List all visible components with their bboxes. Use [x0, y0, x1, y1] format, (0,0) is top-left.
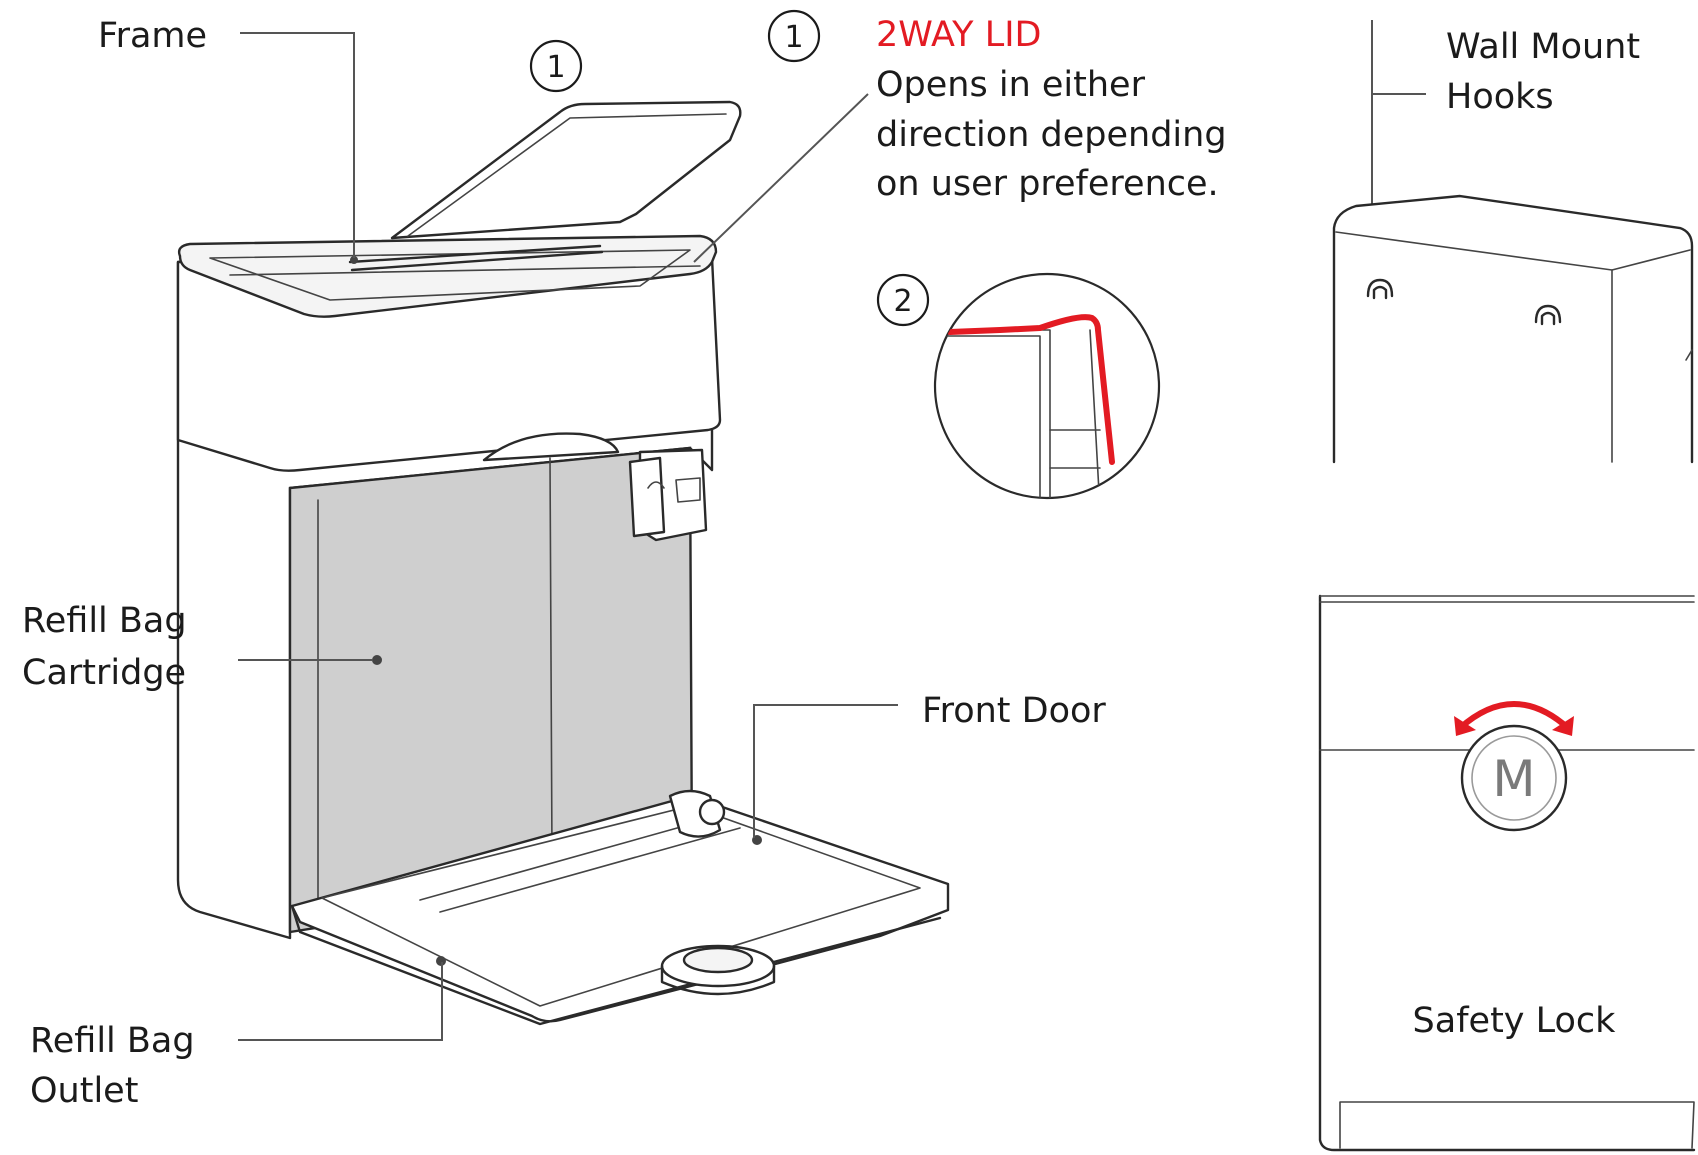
hook-icon — [1534, 304, 1562, 326]
lid-note-line1: Opens in either — [876, 65, 1146, 105]
marker-2: 2 — [876, 273, 930, 327]
hook-icon — [1366, 278, 1394, 300]
unit-open-lid — [390, 100, 742, 240]
wall-mount-hooks-view — [1332, 194, 1694, 464]
lid-note-line3: on user preference. — [876, 164, 1219, 204]
marker-1-note: 1 — [767, 9, 821, 63]
label-safety-lock: Safety Lock — [1413, 1001, 1617, 1041]
main-unit-illustration — [176, 100, 950, 1026]
lid-note-title: 2WAY LID — [876, 15, 1041, 55]
label-refill-bag-outlet-1: Refill Bag — [30, 1021, 195, 1061]
side-clip — [628, 448, 708, 542]
marker-1a-text: 1 — [546, 50, 565, 85]
label-refill-bag-cartridge-1: Refill Bag — [22, 601, 187, 641]
cartridge-point — [372, 655, 382, 665]
lid-note-line2: direction depending — [876, 115, 1227, 155]
label-wall-mount-hooks-2: Hooks — [1446, 77, 1554, 117]
safety-lock-view: M — [1318, 594, 1696, 1152]
lid-detail-circle — [933, 272, 1161, 500]
label-frame: Frame — [98, 16, 207, 56]
lock-button — [1460, 724, 1568, 832]
marker-1b-text: 1 — [784, 20, 803, 55]
label-refill-bag-cartridge-2: Cartridge — [22, 653, 186, 693]
label-front-door: Front Door — [922, 691, 1106, 731]
rotate-arrow-icon — [1457, 701, 1571, 731]
marker-1-lid: 1 — [529, 39, 583, 93]
lock-button-letter: M — [1492, 750, 1535, 808]
front-door-tray — [290, 789, 950, 1026]
marker-2-text: 2 — [893, 284, 912, 319]
label-refill-bag-outlet-2: Outlet — [30, 1071, 138, 1111]
label-wall-mount-hooks-1: Wall Mount — [1446, 27, 1640, 67]
